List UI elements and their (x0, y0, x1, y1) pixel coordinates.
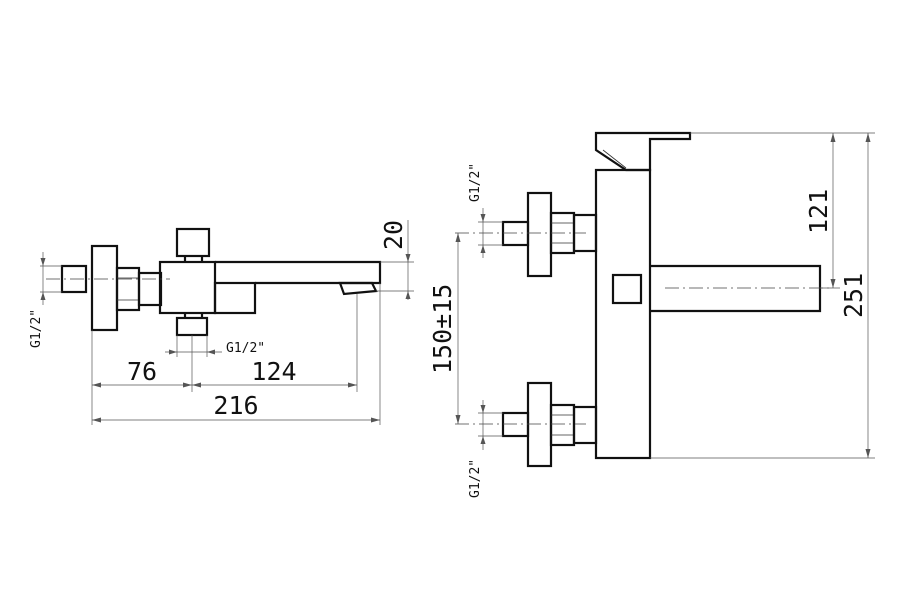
front-top-thread-label: G1/2" (468, 163, 483, 202)
dimension-124: 124 (251, 357, 296, 386)
dimension-150-15: 150±15 (428, 284, 457, 374)
front-bottom-connector (501, 411, 530, 438)
front-body (594, 168, 652, 460)
side-escutcheon (90, 244, 119, 332)
side-nut (115, 266, 141, 312)
front-bottom-thread-label: G1/2" (468, 459, 483, 498)
side-view: G1/2" G1/2" 76 124 216 20 (29, 220, 414, 425)
side-shower-outlet (175, 316, 209, 337)
front-bottom-escutcheon (526, 381, 553, 468)
dimension-216: 216 (213, 391, 258, 420)
side-diverter-knob (175, 227, 211, 258)
front-top-eccentric (572, 213, 598, 253)
side-eccentric (137, 271, 163, 307)
side-body (158, 260, 217, 315)
front-top-connector (501, 220, 530, 247)
front-spout (650, 264, 822, 313)
front-bottom-eccentric (572, 405, 598, 445)
front-diverter-square (611, 273, 643, 305)
dimension-121: 121 (804, 189, 833, 234)
side-outlet-thread-label: G1/2" (226, 341, 265, 356)
front-top-escutcheon (526, 191, 553, 278)
front-lever-handle (594, 131, 692, 172)
front-view: G1/2" G1/2" 150±15 121 251 (428, 131, 875, 498)
side-lower-block (213, 281, 257, 315)
side-aerator (338, 281, 378, 296)
front-bottom-nut (549, 403, 576, 447)
dimension-20: 20 (379, 220, 408, 250)
side-wall-connector (60, 264, 88, 294)
dimension-251: 251 (839, 273, 868, 318)
side-thread-label: G1/2" (29, 309, 44, 348)
dimension-76: 76 (127, 357, 157, 386)
